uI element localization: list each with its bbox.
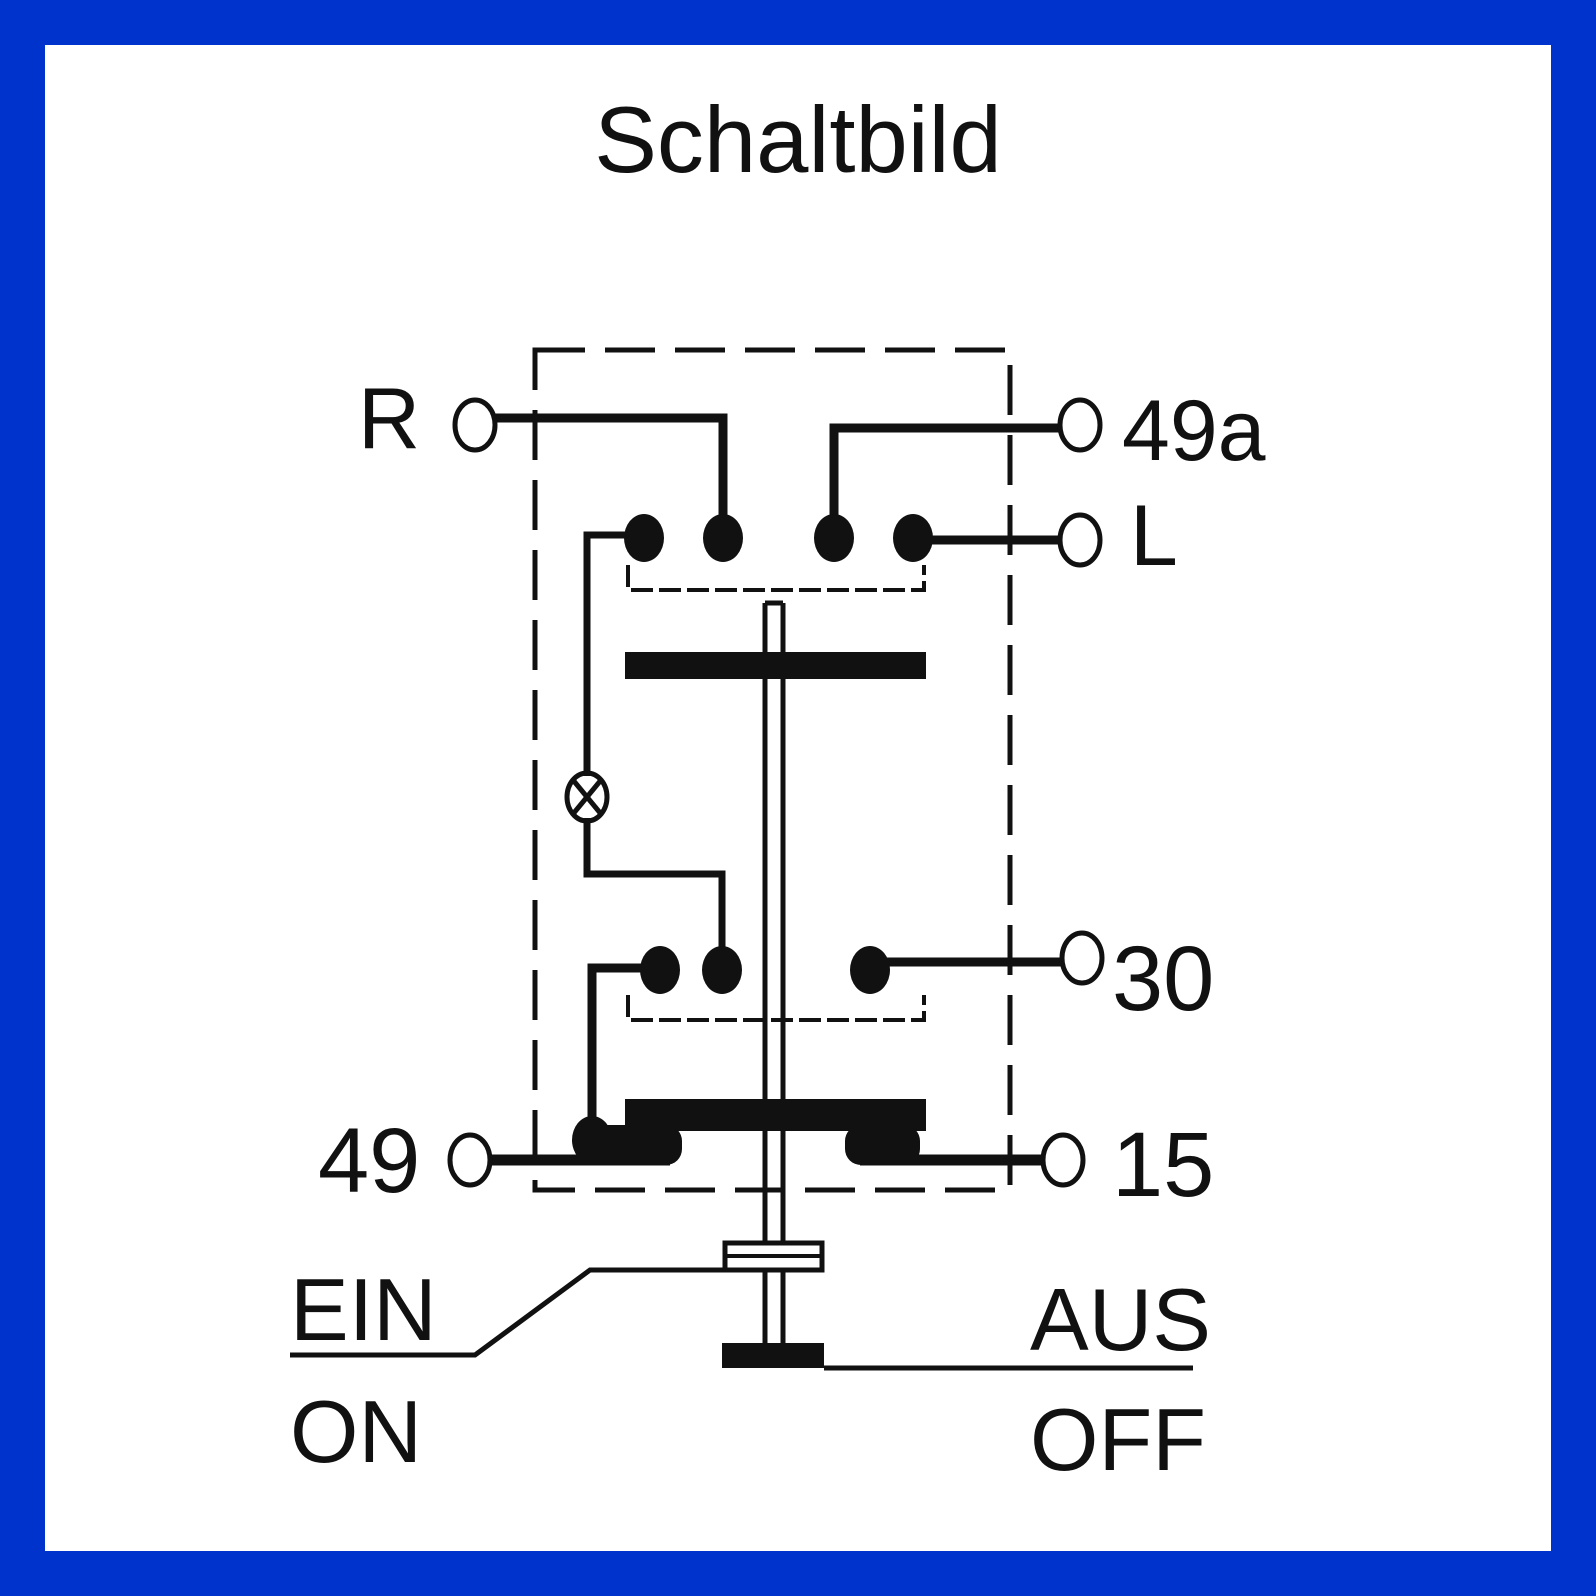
terminal-r-icon — [452, 397, 498, 453]
terminal-15-label: 15 — [1112, 1114, 1214, 1216]
terminal-l-label: L — [1130, 488, 1178, 584]
diagram-frame — [45, 45, 1551, 1551]
page-title: Schaltbild — [594, 87, 1002, 192]
wire-terminal-49a — [829, 423, 1060, 540]
on-label-de: EIN — [290, 1260, 437, 1359]
wire-terminal-r — [490, 413, 728, 540]
lower-contacts — [640, 946, 890, 994]
off-label-de: AUS — [1030, 1270, 1211, 1369]
on-position-line — [290, 1267, 725, 1358]
terminal-15-icon — [1040, 1132, 1086, 1188]
terminal-circles — [447, 397, 1105, 1188]
terminal-49-label: 49 — [318, 1110, 420, 1212]
off-label-en: OFF — [1030, 1390, 1206, 1489]
upper-contact-bar — [625, 652, 926, 679]
terminal-30-icon — [1059, 930, 1105, 986]
plunger-shaft — [762, 600, 786, 1345]
indicator-lamp-icon — [564, 770, 610, 824]
upper-contact-bridge — [626, 565, 926, 592]
upper-contacts — [624, 514, 933, 562]
terminal-30-label: 30 — [1112, 928, 1214, 1030]
terminal-49a-label: 49a — [1122, 383, 1266, 479]
terminal-l-icon — [1057, 512, 1103, 568]
terminal-49a-icon — [1057, 397, 1103, 453]
wire-lower-left — [587, 963, 648, 1140]
lower-contact-bridge — [626, 995, 926, 1022]
terminal-r-label: R — [358, 371, 420, 467]
off-position-plate — [722, 1343, 824, 1368]
terminal-49-icon — [447, 1132, 493, 1188]
switch-housing — [532, 347, 1013, 1193]
on-label-en: ON — [290, 1382, 422, 1481]
lamp-wire — [583, 531, 726, 965]
